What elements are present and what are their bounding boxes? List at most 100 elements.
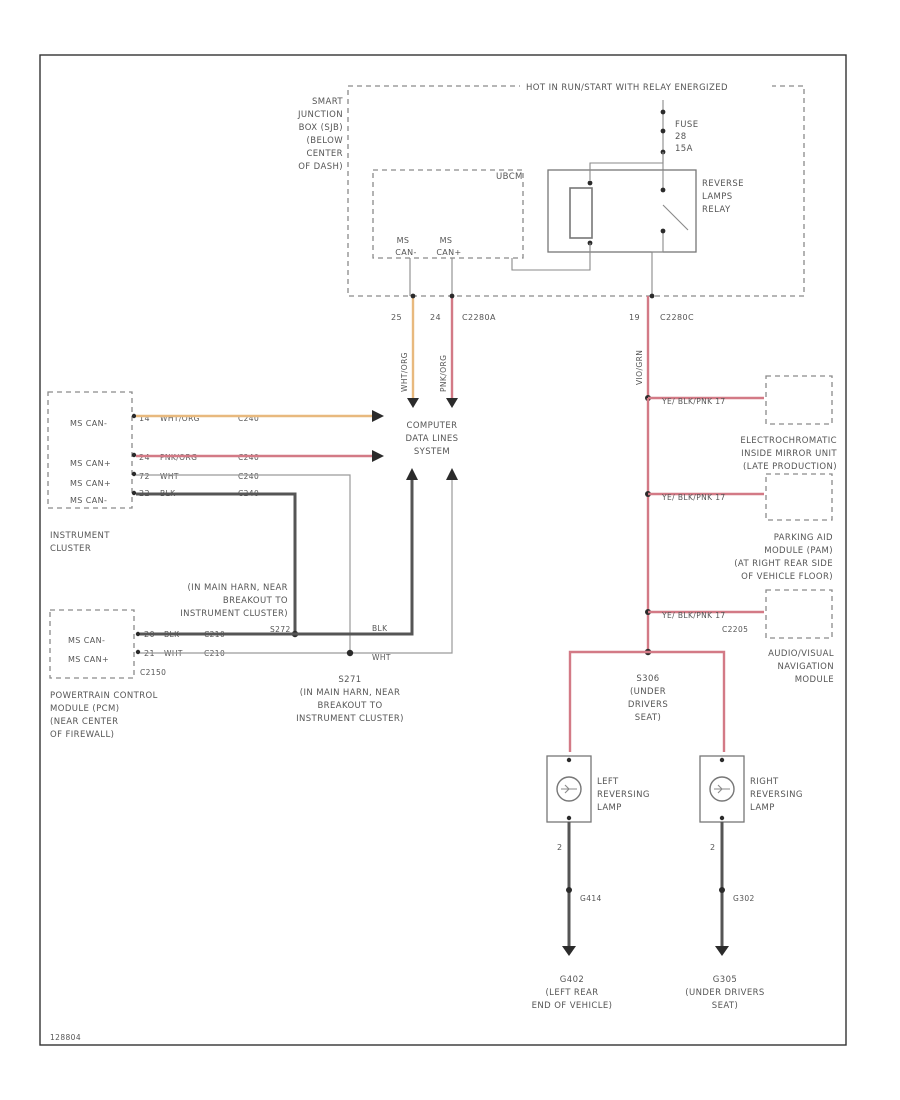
pin-19: 19 xyxy=(629,313,640,322)
relay-ubcm-wire xyxy=(511,243,591,271)
s306-label: S306 (UNDER DRIVERS SEAT) xyxy=(628,674,668,723)
left-lamp-label: LEFT REVERSING LAMP xyxy=(597,777,650,813)
svg-text:AUDIO/VISUAL: AUDIO/VISUAL xyxy=(768,649,834,659)
svg-text:REVERSING: REVERSING xyxy=(750,790,803,800)
svg-text:MS CAN+: MS CAN+ xyxy=(68,655,109,664)
splice-top-label: (IN MAIN HARN, NEAR BREAKOUT TO INSTRUME… xyxy=(180,583,290,634)
svg-text:(IN MAIN HARN, NEAR: (IN MAIN HARN, NEAR xyxy=(187,583,288,593)
svg-text:INSTRUMENT: INSTRUMENT xyxy=(50,531,110,541)
svg-text:SMART: SMART xyxy=(312,97,343,107)
svg-text:MS CAN-: MS CAN- xyxy=(68,636,105,645)
instrument-cluster-box xyxy=(47,391,133,509)
svg-text:SEAT): SEAT) xyxy=(712,1001,738,1011)
svg-text:OF FIREWALL): OF FIREWALL) xyxy=(50,730,114,740)
svg-text:ELECTROCHROMATIC: ELECTROCHROMATIC xyxy=(740,436,837,446)
svg-text:MS CAN+: MS CAN+ xyxy=(70,459,111,468)
c2205: C2205 xyxy=(722,625,748,634)
svg-text:CAN+: CAN+ xyxy=(436,248,461,257)
sjb-label: SMART JUNCTION BOX (SJB) (BELOW CENTER O… xyxy=(297,97,343,172)
svg-text:(UNDER DRIVERS: (UNDER DRIVERS xyxy=(685,988,764,998)
svg-text:PARKING AID: PARKING AID xyxy=(774,533,833,543)
svg-text:MS CAN-: MS CAN- xyxy=(70,419,107,428)
r-wire-3: YE/ BLK/PNK 17 xyxy=(661,611,726,620)
ubcm-pins: MS CAN- MS CAN+ xyxy=(395,236,461,257)
svg-text:MODULE (PAM): MODULE (PAM) xyxy=(764,546,833,556)
relay-box xyxy=(547,169,697,253)
svg-text:CAN-: CAN- xyxy=(395,248,417,257)
svg-text:DRIVERS: DRIVERS xyxy=(628,700,668,710)
wire-c3: VIO/GRN xyxy=(635,350,644,385)
ic-label: INSTRUMENT CLUSTER xyxy=(50,531,110,554)
diagram-frame xyxy=(39,54,847,1046)
pin-25: 25 xyxy=(391,313,402,322)
svg-text:REVERSE: REVERSE xyxy=(702,179,744,189)
mirror-box xyxy=(765,375,833,425)
avnm-label: AUDIO/VISUAL NAVIGATION MODULE xyxy=(768,649,834,685)
g302: G302 xyxy=(733,894,755,903)
pin-24: 24 xyxy=(430,313,441,322)
rpin: 2 xyxy=(710,843,716,852)
s271-label: S271 (IN MAIN HARN, NEAR BREAKOUT TO INS… xyxy=(296,675,403,724)
svg-text:LAMP: LAMP xyxy=(750,803,775,813)
svg-text:CLUSTER: CLUSTER xyxy=(50,544,91,554)
g414: G414 xyxy=(580,894,602,903)
svg-text:MS CAN+: MS CAN+ xyxy=(70,479,111,488)
sjb-box xyxy=(347,85,805,297)
mid-blk: BLK xyxy=(372,624,388,633)
svg-text:G305: G305 xyxy=(713,975,737,985)
pcm-wire-2 xyxy=(140,478,453,654)
svg-text:MS: MS xyxy=(440,236,453,245)
c2280a: C2280A xyxy=(462,313,496,322)
svg-text:14: 14 xyxy=(139,414,150,423)
svg-text:S272: S272 xyxy=(270,625,291,634)
svg-text:(NEAR CENTER: (NEAR CENTER xyxy=(50,717,118,727)
svg-text:S306: S306 xyxy=(636,674,659,684)
svg-text:MS: MS xyxy=(397,236,410,245)
relay-header-bg xyxy=(520,80,772,92)
svg-text:MODULE (PCM): MODULE (PCM) xyxy=(50,704,119,714)
svg-text:WHT/ORG: WHT/ORG xyxy=(160,414,200,423)
corner-code: 128804 xyxy=(50,1033,81,1042)
svg-text:SYSTEM: SYSTEM xyxy=(414,447,450,457)
svg-text:PNK/ORG: PNK/ORG xyxy=(160,453,197,462)
r-wire-1: YE/ BLK/PNK 17 xyxy=(661,397,726,406)
svg-text:(LATE PRODUCTION): (LATE PRODUCTION) xyxy=(743,462,837,472)
mid-wht: WHT xyxy=(372,653,391,662)
svg-text:JUNCTION: JUNCTION xyxy=(297,110,343,120)
svg-text:C240: C240 xyxy=(238,472,259,481)
relay-out-wire xyxy=(651,251,663,296)
svg-text:BREAKOUT TO: BREAKOUT TO xyxy=(223,596,288,606)
ubcm-label: UBCM xyxy=(496,172,523,182)
svg-text:C240: C240 xyxy=(238,414,259,423)
relay-coil-wire xyxy=(589,152,664,180)
svg-text:LAMP: LAMP xyxy=(597,803,622,813)
svg-text:BREAKOUT TO: BREAKOUT TO xyxy=(317,701,382,711)
wire-c1: WHT/ORG xyxy=(400,352,409,392)
relay-header: HOT IN RUN/START WITH RELAY ENERGIZED xyxy=(526,83,728,93)
svg-text:INSTRUMENT CLUSTER): INSTRUMENT CLUSTER) xyxy=(180,609,288,619)
svg-text:OF VEHICLE FLOOR): OF VEHICLE FLOOR) xyxy=(741,572,833,582)
g402-label: G402 (LEFT REAR END OF VEHICLE) xyxy=(532,975,612,1011)
svg-text:24: 24 xyxy=(139,453,150,462)
wire-s306-split xyxy=(568,650,726,752)
ec-mirror-label: ELECTROCHROMATIC INSIDE MIRROR UNIT (LAT… xyxy=(740,436,837,472)
r-wire-2: YE/ BLK/PNK 17 xyxy=(661,493,726,502)
ubcm-box xyxy=(372,169,524,259)
cdls-label: COMPUTER DATA LINES SYSTEM xyxy=(406,421,459,457)
ic-pins: MS CAN- MS CAN+ MS CAN+ MS CAN- 14 24 72… xyxy=(70,414,150,505)
svg-text:POWERTRAIN CONTROL: POWERTRAIN CONTROL xyxy=(50,691,158,701)
ic-wire-3 xyxy=(136,474,351,652)
wire-c2: PNK/ORG xyxy=(439,355,448,392)
svg-text:FUSE: FUSE xyxy=(675,120,698,130)
svg-text:RIGHT: RIGHT xyxy=(750,777,779,787)
svg-text:MODULE: MODULE xyxy=(795,675,834,685)
pcm-label: POWERTRAIN CONTROL MODULE (PCM) (NEAR CE… xyxy=(50,691,158,740)
svg-text:REVERSING: REVERSING xyxy=(597,790,650,800)
svg-text:RELAY: RELAY xyxy=(702,205,731,215)
c2280c: C2280C xyxy=(660,313,694,322)
relay-label: REVERSE LAMPS RELAY xyxy=(702,179,744,215)
can-low-arrow xyxy=(407,398,419,408)
relay-switch xyxy=(662,170,689,252)
relay-coil xyxy=(569,187,593,239)
svg-text:NAVIGATION: NAVIGATION xyxy=(778,662,834,672)
